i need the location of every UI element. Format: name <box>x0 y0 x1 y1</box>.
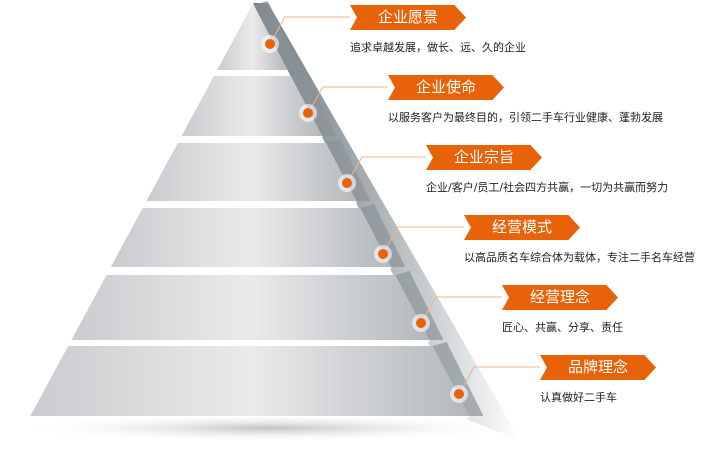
leader-line <box>307 86 388 114</box>
pyramid-tier <box>217 5 288 70</box>
pyramid-tier <box>110 208 392 267</box>
dot-marker <box>416 318 426 328</box>
leader-line <box>420 296 502 324</box>
tier-side-bevel <box>360 204 406 267</box>
tier-side-bevel <box>326 139 371 201</box>
tier-title-tag: 企业使命 <box>388 75 504 100</box>
tier-side-bevel <box>253 1 302 70</box>
pyramid-tier <box>71 275 430 340</box>
tier-description: 追求卓越发展，做长、远、久的企业 <box>350 41 526 54</box>
pyramid-tier <box>30 346 470 416</box>
tier-description: 匠心、共赢、分享、责任 <box>502 321 623 334</box>
tier-description: 企业/客户/员工/社会四方共赢，一切为共赢而努力 <box>426 181 669 194</box>
tier-title-tag: 企业宗旨 <box>426 145 542 170</box>
dot-marker <box>265 39 275 49</box>
tier-title-tag: 企业愿景 <box>350 5 466 30</box>
tier-description: 以服务客户为最终目的，引领二手车行业健康、蓬勃发展 <box>388 111 663 124</box>
tier-title-tag: 经营模式 <box>464 215 580 240</box>
tier-title-tag: 经营理念 <box>502 285 618 310</box>
dot-marker <box>378 249 388 259</box>
pyramid-tier <box>181 76 323 136</box>
leader-line <box>269 16 350 45</box>
dot-marker <box>342 178 352 188</box>
pyramid-tier <box>146 143 357 201</box>
tier-description: 认真做好二手车 <box>540 391 617 404</box>
leader-line <box>382 226 464 255</box>
dot-marker <box>454 389 464 399</box>
tier-side-bevel <box>395 271 444 340</box>
leader-line <box>458 366 540 395</box>
leader-line <box>346 156 426 184</box>
tier-side-bevel <box>432 342 484 416</box>
tier-title-tag: 品牌理念 <box>540 355 656 380</box>
tier-description: 以高品质名车综合体为载体，专注二手名车经营 <box>464 251 695 264</box>
pyramid-shadow <box>10 414 530 442</box>
dot-marker <box>303 108 313 118</box>
